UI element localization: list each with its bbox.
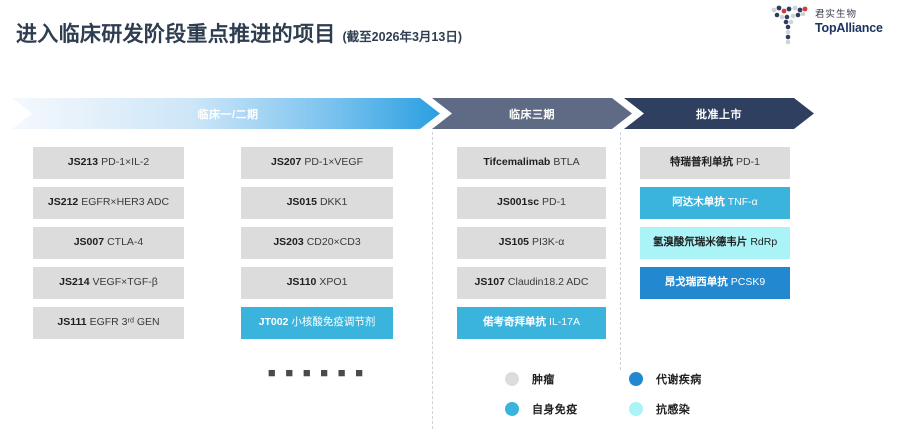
logo-name-en: TopAlliance xyxy=(815,21,883,35)
page-header: 进入临床研发阶段重点推进的项目 (截至2026年3月13日) 君实生物 xyxy=(0,0,900,82)
stage-segment-phase-1-2: 临床一/二期 xyxy=(12,98,440,129)
pipeline-item-target: PD-1×IL-2 xyxy=(101,156,150,169)
pipeline-item-code: JS110 xyxy=(286,276,317,289)
pipeline-item-target: PD-1×VEGF xyxy=(304,156,364,169)
pipeline-item-code: JS212 xyxy=(47,196,79,209)
pipeline-stage-bar: 临床一/二期 临床三期 批准上市 xyxy=(12,98,814,129)
stage-segment-approved: 批准上市 xyxy=(624,98,814,129)
legend-color-dot-icon xyxy=(629,372,643,386)
logo-name-cn: 君实生物 xyxy=(815,9,858,20)
legend-color-dot-icon xyxy=(505,402,519,416)
title-block: 进入临床研发阶段重点推进的项目 (截至2026年3月13日) xyxy=(16,18,462,48)
pipeline-item-code: JS001sc xyxy=(497,196,540,209)
legend-color-dot-icon xyxy=(505,372,519,386)
pipeline-item-target: PD-1 xyxy=(542,196,566,209)
pipeline-item-target: EGFR 3ʳᵈ GEN xyxy=(89,316,160,329)
legend-label: 自身免疫 xyxy=(532,404,578,416)
legend-label: 肿瘤 xyxy=(532,374,555,386)
pipeline-item-code: 偌考奇拜单抗 xyxy=(483,316,547,329)
pipeline-item-code: 特瑞普利单抗 xyxy=(670,156,734,169)
pipeline-item-code: Tifcemalimab xyxy=(483,156,551,169)
page-subtitle-date: (截至2026年3月13日) xyxy=(342,30,463,44)
legend-item-onco: 肿瘤 xyxy=(505,371,629,387)
pipeline-item-target: PCSK9 xyxy=(730,276,766,289)
pipeline-item-target: PD-1 xyxy=(736,156,760,169)
legend-item-auto: 自身免疫 xyxy=(505,401,629,417)
pipeline-item-code: JS015 xyxy=(286,196,317,209)
pipeline-item-code: JS111 xyxy=(57,316,87,329)
stage-label-phase-1-2: 临床一/二期 xyxy=(197,108,259,121)
page-title: 进入临床研发阶段重点推进的项目 xyxy=(16,23,336,46)
pipeline-item-code: 阿达木单抗 xyxy=(672,196,725,209)
pipeline-item-code: 氢溴酸氘瑞米德韦片 xyxy=(652,236,748,249)
pipeline-item-target: VEGF×TGF-β xyxy=(92,276,158,289)
pipeline-item-target: 小核酸免疫调节剂 xyxy=(291,316,376,329)
stage-label-phase-3: 临床三期 xyxy=(509,108,555,121)
pipeline-item-target: CD20×CD3 xyxy=(306,236,361,249)
pipeline-item-code: JT002 xyxy=(258,316,289,329)
pipeline-item-target: XPO1 xyxy=(319,276,348,289)
pipeline-item-target: EGFR×HER3 ADC xyxy=(81,196,170,209)
pipeline-item-code: JS007 xyxy=(73,236,105,249)
legend-label: 代谢疾病 xyxy=(656,374,702,386)
pipeline-item-target: Claudin18.2 ADC xyxy=(507,276,589,289)
pipeline-item-code: 昂戈瑞西单抗 xyxy=(664,276,728,289)
pipeline-item-target: DKK1 xyxy=(319,196,348,209)
pipeline-item-target: CTLA-4 xyxy=(107,236,144,249)
pipeline-item-target: PI3K-α xyxy=(532,236,565,249)
pipeline-item-target: TNF-α xyxy=(727,196,758,209)
pipeline-item-target: RdRp xyxy=(750,236,778,249)
company-logo: 君实生物 TopAlliance xyxy=(768,4,890,46)
more-items-ellipsis: ■ ■ ■ ■ ■ ■ xyxy=(267,365,367,380)
pipeline-item-code: JS203 xyxy=(273,236,304,249)
column-divider-approved xyxy=(620,132,621,370)
pipeline-item-code: JS107 xyxy=(474,276,505,289)
pipeline-item-code: JS213 xyxy=(67,156,99,169)
stage-label-approved: 批准上市 xyxy=(696,108,742,121)
indication-legend: 肿瘤 代谢疾病自身免疫 抗感染 xyxy=(505,371,765,417)
pipeline-item-code: JS207 xyxy=(270,156,302,169)
legend-item-metab: 代谢疾病 xyxy=(629,371,753,387)
pipeline-item-target: BTLA xyxy=(553,156,580,169)
stage-segment-phase-3: 临床三期 xyxy=(432,98,632,129)
legend-item-infect: 抗感染 xyxy=(629,401,753,417)
pipeline-item-code: JS105 xyxy=(498,236,530,249)
logo-wordmark: 君实生物 TopAlliance xyxy=(815,8,883,36)
pipeline-item-target: IL-17A xyxy=(549,316,580,329)
legend-label: 抗感染 xyxy=(656,404,691,416)
topalliance-y-mark-icon xyxy=(771,5,808,45)
legend-color-dot-icon xyxy=(629,402,643,416)
column-divider-phase3 xyxy=(432,132,433,429)
pipeline-item-code: JS214 xyxy=(59,276,90,289)
